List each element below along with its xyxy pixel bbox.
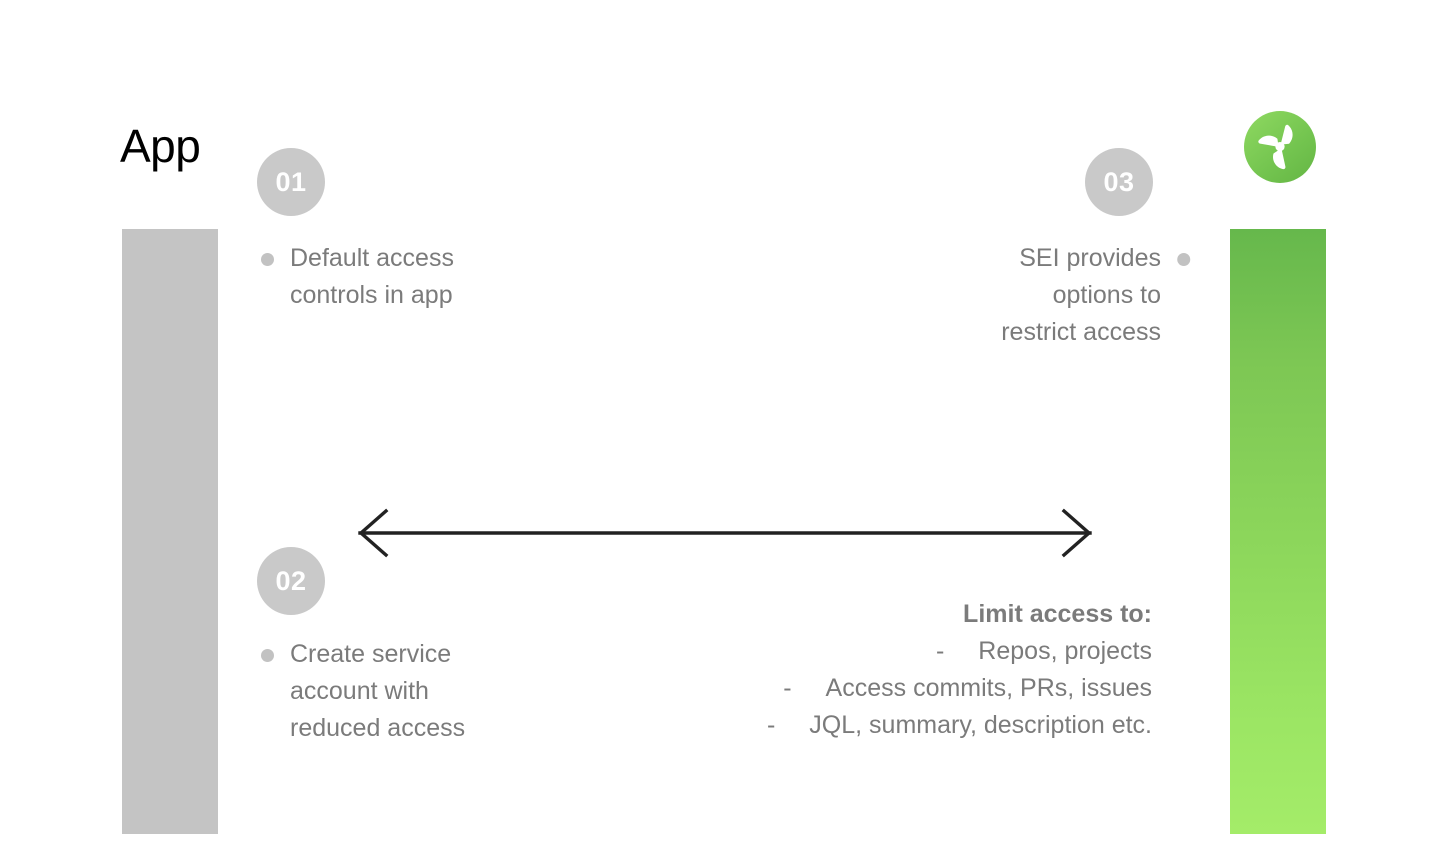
limit-access-block: Limit access to: - Repos, projects - Acc…	[767, 596, 1152, 744]
step-bullet-03: SEI provides options to restrict access	[1001, 240, 1190, 351]
limit-access-item-label: Repos, projects	[978, 637, 1152, 665]
limit-access-item: - Repos, projects	[767, 633, 1152, 670]
list-dash: -	[935, 637, 945, 665]
limit-access-item-label: JQL, summary, description etc.	[809, 711, 1152, 739]
step-badge-02: 02	[257, 547, 325, 615]
double-headed-arrow-icon	[350, 505, 1100, 563]
step-bullet-text-01: Default access controls in app	[290, 244, 454, 309]
limit-access-item: - JQL, summary, description etc.	[767, 707, 1152, 744]
sei-column-bar	[1230, 229, 1326, 834]
step-bullet-02: Create service account with reduced acce…	[261, 636, 465, 747]
step-bullet-01: Default access controls in app	[261, 240, 454, 314]
app-column-bar	[122, 229, 218, 834]
page-title: App	[120, 120, 201, 172]
list-dash: -	[783, 674, 792, 702]
step-badge-03: 03	[1085, 148, 1153, 216]
list-dash: -	[766, 711, 776, 739]
bullet-dot-icon	[1177, 253, 1190, 266]
step-bullet-text-02: Create service account with reduced acce…	[290, 640, 466, 742]
limit-access-item-label: Access commits, PRs, issues	[825, 674, 1152, 702]
limit-access-title: Limit access to:	[963, 600, 1152, 628]
bullet-dot-icon	[261, 649, 274, 662]
step-badge-01: 01	[257, 148, 325, 216]
bullet-dot-icon	[261, 253, 274, 266]
step-bullet-text-03: SEI provides options to restrict access	[1001, 244, 1161, 346]
harness-propeller-logo-icon	[1244, 111, 1316, 183]
limit-access-item: - Access commits, PRs, issues	[767, 670, 1152, 707]
